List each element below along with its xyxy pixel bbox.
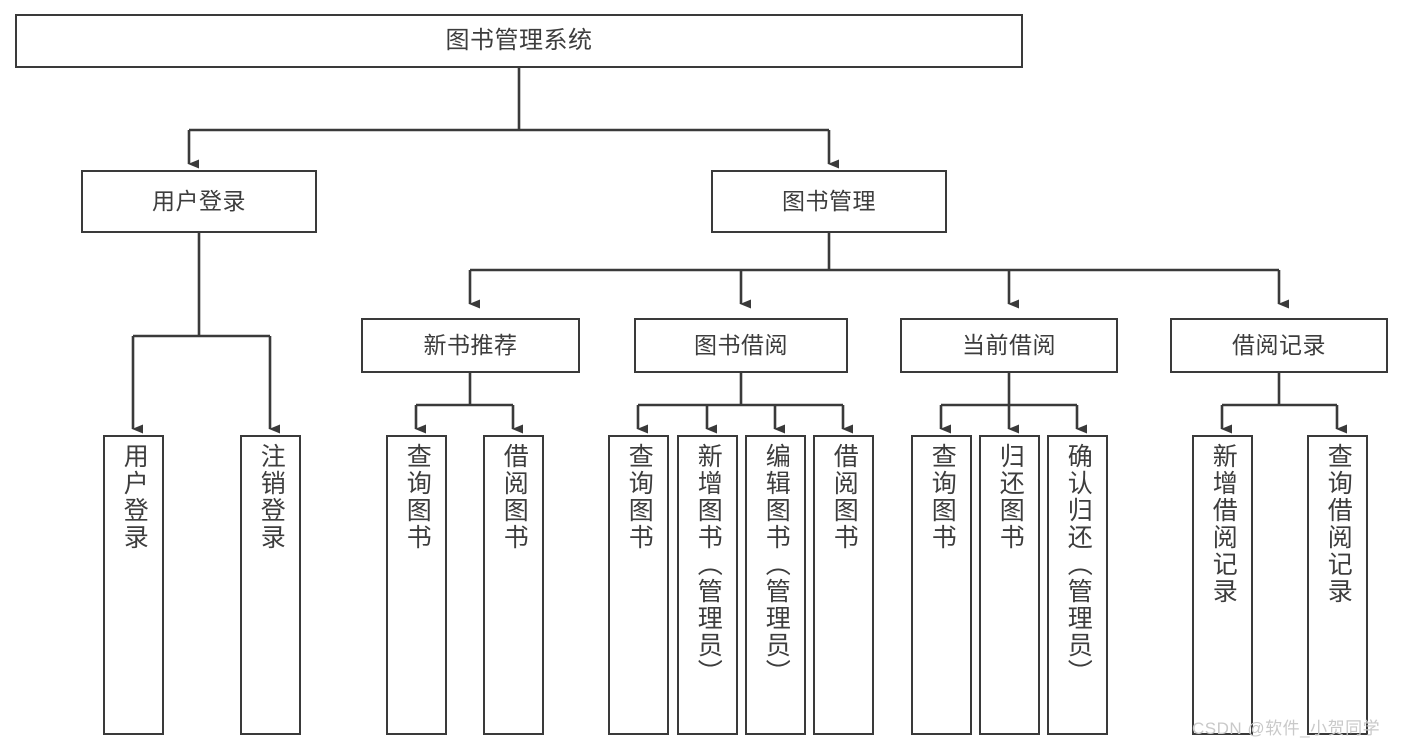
- node-current-borrowing[interactable]: 当前借阅: [900, 318, 1118, 373]
- node-label: 借阅记录: [1232, 331, 1326, 358]
- node-borrowing-record[interactable]: 借阅记录: [1170, 318, 1388, 373]
- node-label: 查询借阅记录: [1324, 443, 1353, 605]
- leaf-new-book-query-book[interactable]: 查询图书: [386, 435, 447, 735]
- node-label: 用户登录: [120, 443, 149, 551]
- node-label: 归还图书: [996, 443, 1025, 551]
- leaf-book-borrow-query-book[interactable]: 查询图书: [608, 435, 669, 735]
- node-label: 借阅图书: [830, 443, 859, 551]
- leaf-book-borrow-add-book-admin[interactable]: 新增图书（管理员）: [677, 435, 738, 735]
- leaf-user-login-login[interactable]: 用户登录: [103, 435, 164, 735]
- node-label: 查询图书: [403, 443, 432, 551]
- node-label: 新书推荐: [423, 331, 518, 358]
- leaf-current-borrow-confirm-return-admin[interactable]: 确认归还（管理员）: [1047, 435, 1108, 735]
- node-label: 图书管理: [782, 187, 876, 214]
- node-new-book-recommendation[interactable]: 新书推荐: [361, 318, 580, 373]
- leaf-book-borrow-edit-book-admin[interactable]: 编辑图书（管理员）: [745, 435, 806, 735]
- leaf-current-borrow-query-book[interactable]: 查询图书: [911, 435, 972, 735]
- node-label: 确认归还（管理员）: [1064, 443, 1093, 686]
- node-label: 编辑图书（管理员）: [762, 443, 791, 686]
- node-label: 用户登录: [152, 187, 246, 214]
- node-book-management[interactable]: 图书管理: [711, 170, 947, 233]
- node-label: 查询图书: [625, 443, 654, 551]
- node-label: 新增图书（管理员）: [694, 443, 723, 686]
- node-user-login[interactable]: 用户登录: [81, 170, 317, 233]
- csdn-watermark: CSDN @软件_小贺同学: [1192, 719, 1381, 738]
- node-label: 新增借阅记录: [1209, 443, 1238, 605]
- leaf-borrow-record-query-record[interactable]: 查询借阅记录: [1307, 435, 1368, 735]
- leaf-user-login-logout[interactable]: 注销登录: [240, 435, 301, 735]
- leaf-book-borrow-borrow-book[interactable]: 借阅图书: [813, 435, 874, 735]
- node-label: 当前借阅: [962, 331, 1056, 358]
- node-label: 图书借阅: [694, 331, 788, 358]
- node-label: 查询图书: [928, 443, 957, 551]
- leaf-borrow-record-add-record[interactable]: 新增借阅记录: [1192, 435, 1253, 735]
- node-root-book-management-system[interactable]: 图书管理系统: [15, 14, 1023, 68]
- node-label: 图书管理系统: [445, 26, 593, 54]
- node-book-borrowing[interactable]: 图书借阅: [634, 318, 848, 373]
- node-label: 借阅图书: [500, 443, 529, 551]
- node-label: 注销登录: [257, 443, 286, 551]
- leaf-current-borrow-return-book[interactable]: 归还图书: [979, 435, 1040, 735]
- leaf-new-book-borrow-book[interactable]: 借阅图书: [483, 435, 544, 735]
